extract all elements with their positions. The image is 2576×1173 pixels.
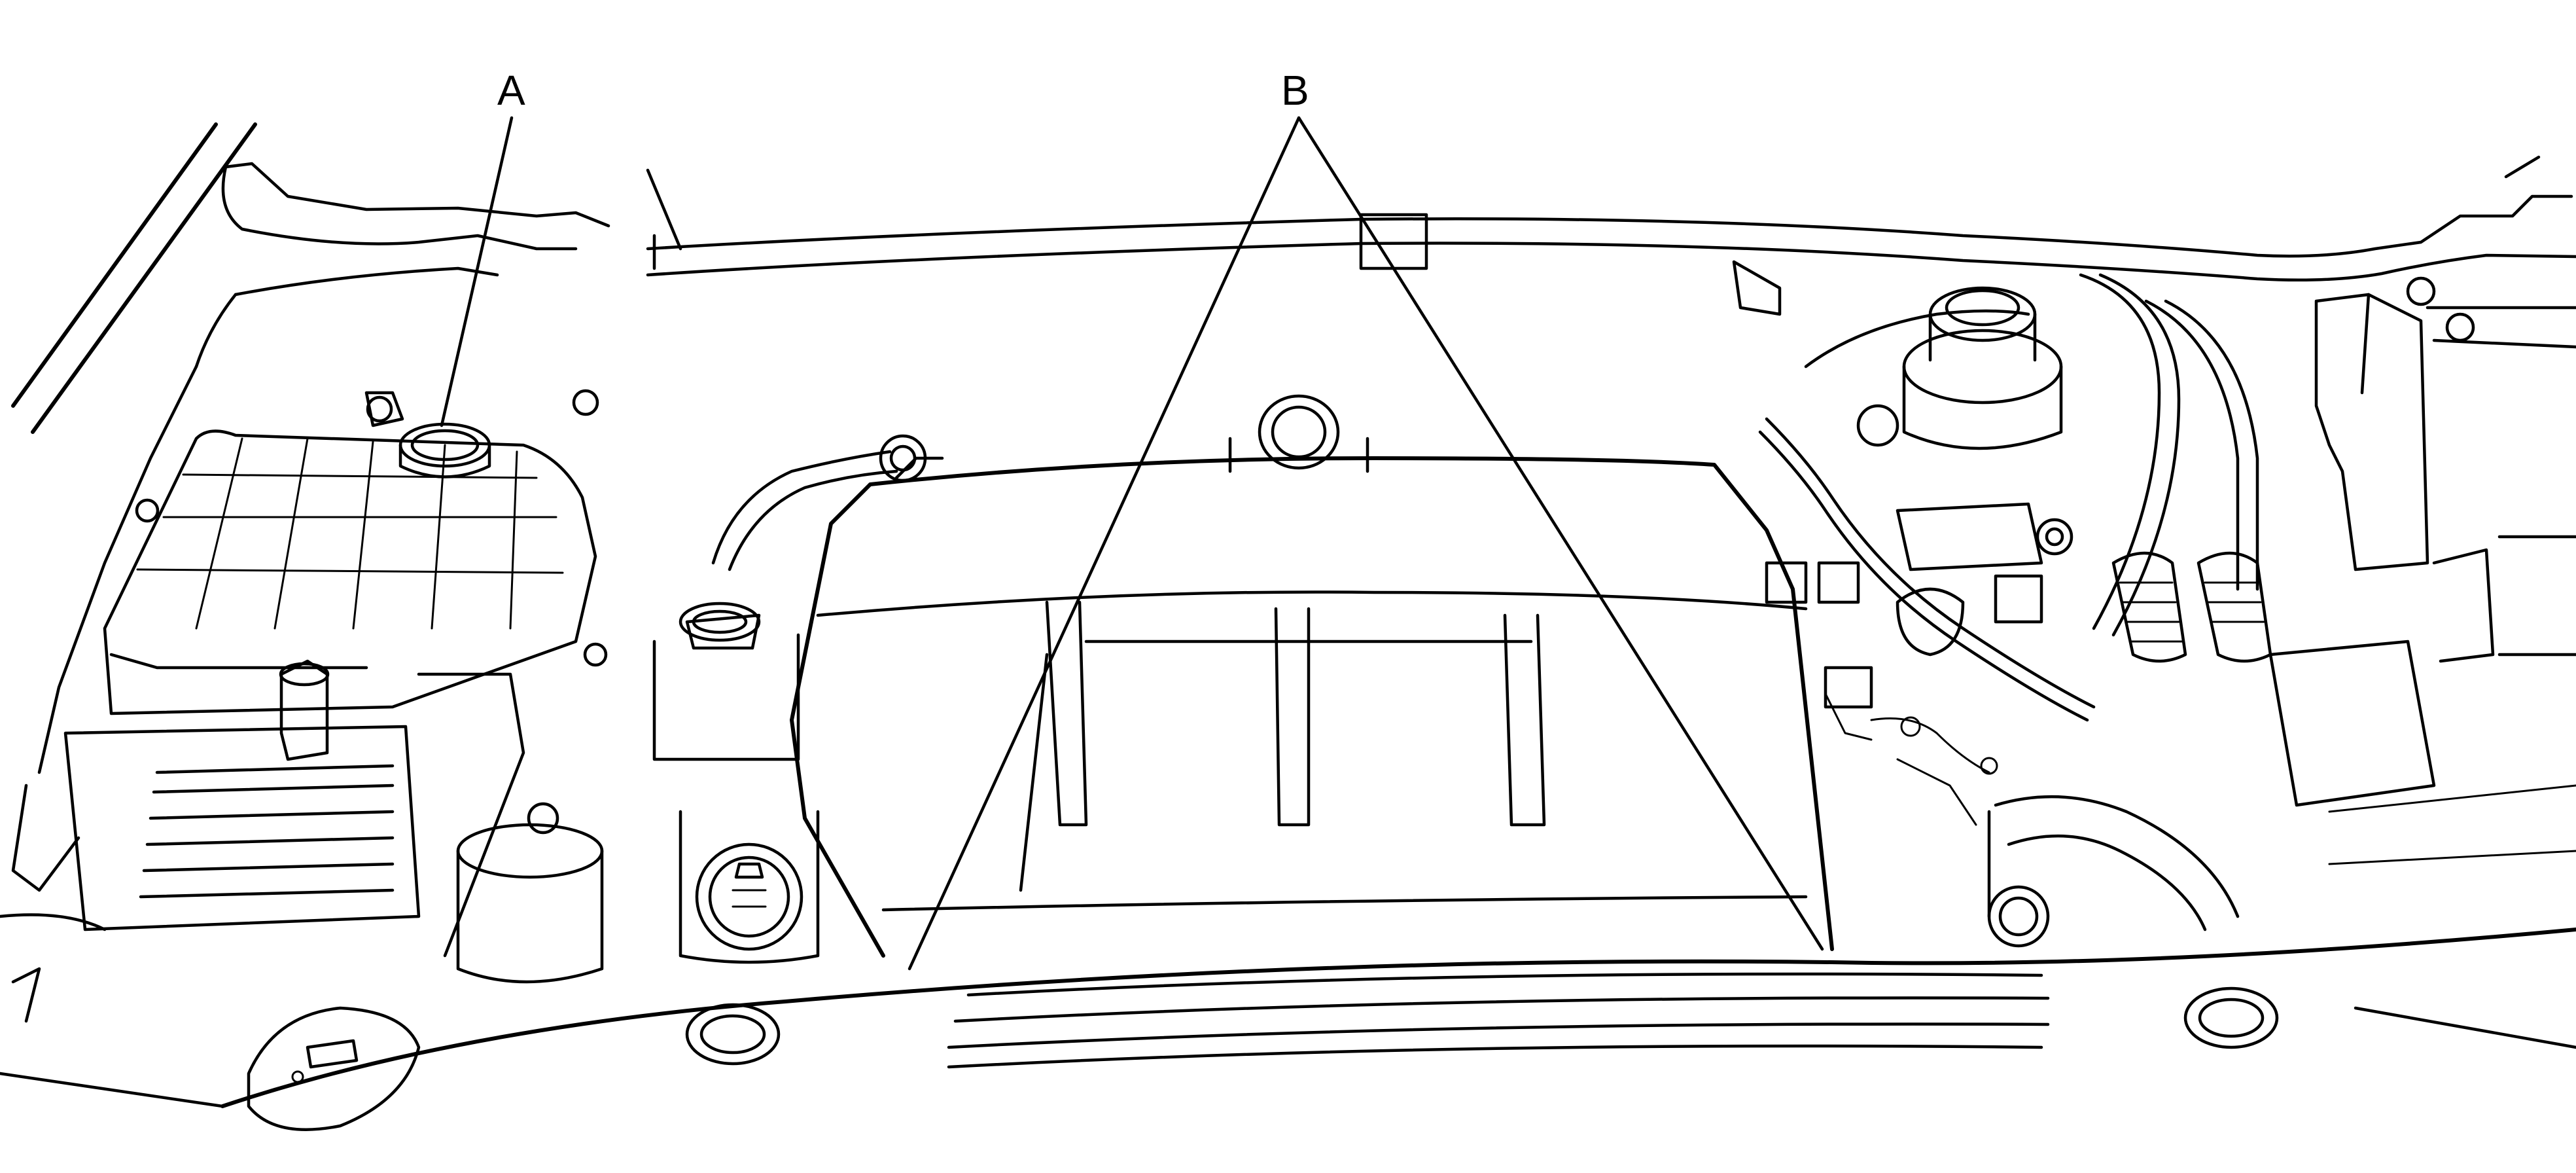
battery-cover bbox=[63, 659, 421, 931]
oil-filler-cap bbox=[679, 810, 820, 964]
hose-center-left bbox=[652, 434, 927, 761]
callout-label-a: A bbox=[497, 67, 525, 114]
right-wiring bbox=[1758, 273, 2259, 722]
engine-cover bbox=[790, 456, 1834, 958]
brake-master-cylinder bbox=[1804, 286, 2063, 450]
callout-label-b: B bbox=[1281, 67, 1309, 114]
right-fine-details bbox=[1824, 693, 2576, 865]
left-bolts bbox=[135, 389, 608, 835]
reservoir-cap bbox=[398, 422, 491, 478]
coolant-reservoir bbox=[103, 429, 597, 715]
right-bracket bbox=[1732, 260, 2576, 571]
callout-leader-b bbox=[908, 116, 1824, 971]
cowl-outline bbox=[11, 122, 2576, 434]
front-valance bbox=[221, 928, 2576, 1108]
right-hoses bbox=[1987, 535, 2576, 948]
washer-fluid-cap bbox=[247, 1006, 421, 1131]
left-canister bbox=[417, 672, 604, 984]
left-fender bbox=[0, 266, 499, 1108]
